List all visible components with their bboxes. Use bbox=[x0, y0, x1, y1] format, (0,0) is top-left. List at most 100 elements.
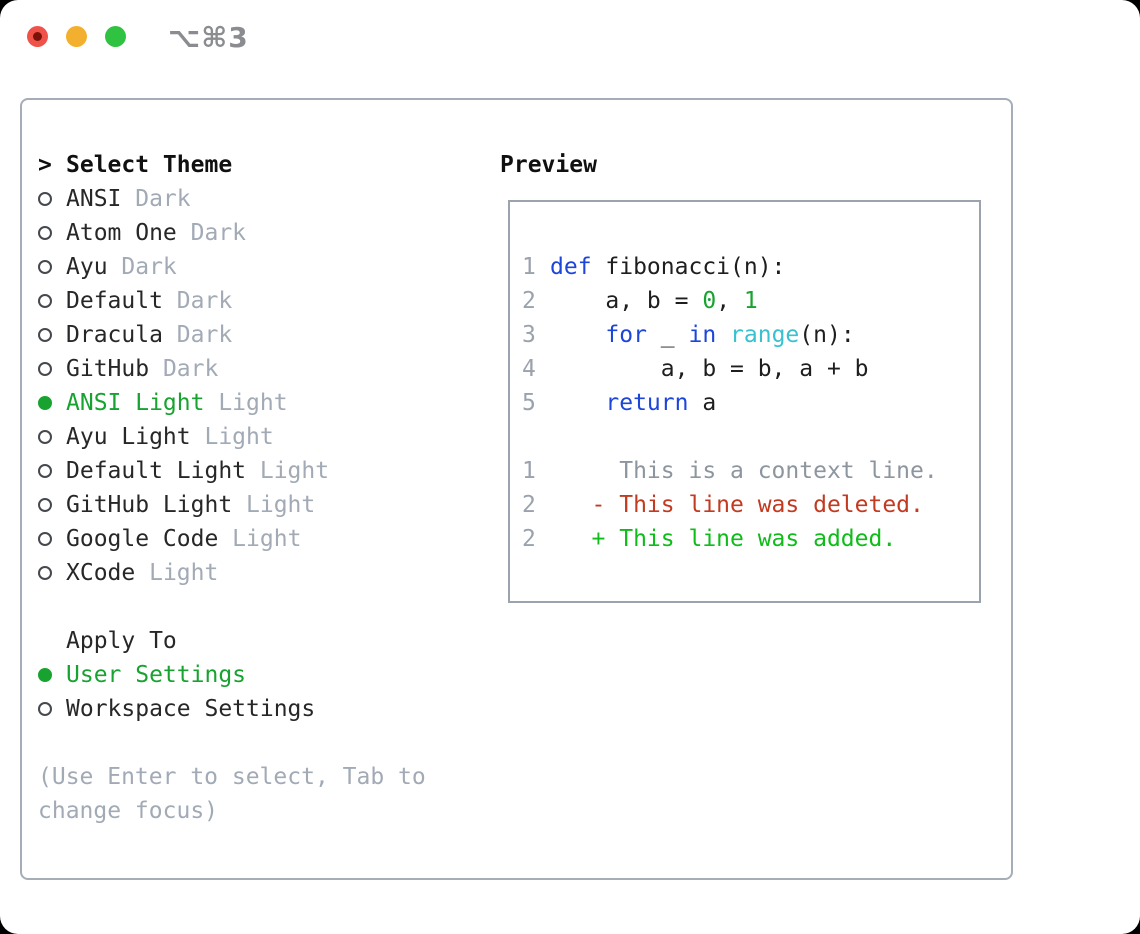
theme-option-label: Default bbox=[66, 288, 163, 314]
theme-variant-tag: Dark bbox=[162, 288, 233, 314]
code-token-kw: return bbox=[605, 390, 689, 416]
theme-option-ansi[interactable]: ANSI Dark bbox=[38, 182, 478, 216]
theme-variant-tag: Light bbox=[232, 492, 316, 518]
code-token-ctx: This is a context line. bbox=[550, 458, 938, 484]
code-line: 2 - This line was deleted. bbox=[522, 488, 971, 522]
theme-option-github-light[interactable]: GitHub Light Light bbox=[38, 488, 478, 522]
line-number: 4 bbox=[522, 356, 536, 382]
code-line: 5 return a bbox=[522, 386, 971, 420]
theme-variant-tag: Light bbox=[135, 560, 219, 586]
radio-icon bbox=[38, 430, 52, 444]
code-token-kw: in bbox=[688, 322, 717, 348]
radio-selected-icon bbox=[38, 396, 52, 410]
theme-option-github[interactable]: GitHub Dark bbox=[38, 352, 478, 386]
code-token-del: - This line was deleted. bbox=[550, 492, 924, 518]
apply-to-header: Apply To bbox=[38, 624, 478, 658]
code-token-kw: for bbox=[605, 322, 647, 348]
theme-option-ansi-light[interactable]: ANSI Light Light bbox=[38, 386, 478, 420]
radio-selected-icon bbox=[38, 668, 52, 682]
code-token-txt: (n): bbox=[799, 322, 855, 348]
minimize-button[interactable] bbox=[66, 26, 87, 47]
theme-option-atom-one[interactable]: Atom One Dark bbox=[38, 216, 478, 250]
line-number: 2 bbox=[522, 526, 536, 552]
zoom-button[interactable] bbox=[105, 26, 126, 47]
code-line: 1 def fibonacci(n): bbox=[522, 250, 971, 284]
code-line: 3 for _ in range(n): bbox=[522, 318, 971, 352]
close-button[interactable] bbox=[27, 26, 48, 47]
theme-variant-tag: Dark bbox=[162, 322, 233, 348]
apply-option-workspace-settings[interactable]: Workspace Settings bbox=[38, 692, 478, 726]
line-number: 1 bbox=[522, 254, 536, 280]
line-number: 5 bbox=[522, 390, 536, 416]
code-token-txt: a, b = bbox=[550, 288, 703, 314]
code-line bbox=[522, 420, 971, 454]
line-number: 2 bbox=[522, 288, 536, 314]
radio-icon bbox=[38, 226, 52, 240]
help-text: (Use Enter to select, Tab to change focu… bbox=[38, 764, 426, 824]
code-token-kw: def bbox=[550, 254, 606, 280]
theme-option-ayu-light[interactable]: Ayu Light Light bbox=[38, 420, 478, 454]
theme-variant-tag: Dark bbox=[149, 356, 219, 382]
preview-title: Preview bbox=[500, 152, 597, 178]
theme-option-label: Google Code bbox=[66, 526, 219, 552]
radio-icon bbox=[38, 464, 52, 478]
code-token-num: 1 bbox=[743, 288, 758, 314]
theme-option-label: GitHub Light bbox=[66, 492, 233, 518]
theme-variant-tag: Light bbox=[218, 526, 302, 552]
code-token-add: + This line was added. bbox=[550, 526, 897, 552]
radio-icon bbox=[38, 260, 52, 274]
radio-icon bbox=[38, 532, 52, 546]
code-line: 4 a, b = b, a + b bbox=[522, 352, 971, 386]
theme-option-label: Dracula bbox=[66, 322, 163, 348]
radio-icon bbox=[38, 192, 52, 206]
line-number: 2 bbox=[522, 492, 536, 518]
theme-option-label: Atom One bbox=[66, 220, 177, 246]
radio-icon bbox=[38, 498, 52, 512]
window-titlebar: ⌥⌘3 bbox=[0, 0, 1140, 70]
code-token-fn: range bbox=[730, 322, 800, 348]
code-token-txt: a, b = b, a + b bbox=[550, 356, 869, 382]
theme-option-default-light[interactable]: Default Light Light bbox=[38, 454, 478, 488]
code-token-txt bbox=[550, 390, 605, 416]
code-token-txt: , bbox=[716, 288, 744, 314]
theme-variant-tag: Dark bbox=[176, 220, 247, 246]
apply-option-user-settings[interactable]: User Settings bbox=[38, 658, 478, 692]
window-shortcut-label: ⌥⌘3 bbox=[168, 21, 249, 54]
theme-variant-tag: Light bbox=[246, 458, 330, 484]
close-dot-icon bbox=[33, 32, 42, 41]
select-theme-title: Select Theme bbox=[66, 152, 233, 178]
theme-option-label: Default Light bbox=[66, 458, 247, 484]
code-line: 1 This is a context line. bbox=[522, 454, 971, 488]
theme-option-xcode[interactable]: XCode Light bbox=[38, 556, 478, 590]
theme-option-dracula[interactable]: Dracula Dark bbox=[38, 318, 478, 352]
spacer bbox=[38, 726, 478, 760]
theme-option-default[interactable]: Default Dark bbox=[38, 284, 478, 318]
code-token-txt bbox=[716, 322, 730, 348]
theme-option-label: ANSI Light bbox=[66, 390, 205, 416]
theme-variant-tag: Dark bbox=[107, 254, 177, 280]
apply-to-title: Apply To bbox=[66, 628, 177, 654]
code-line: 2 a, b = 0, 1 bbox=[522, 284, 971, 318]
spacer bbox=[38, 590, 478, 624]
theme-option-google-code[interactable]: Google Code Light bbox=[38, 522, 478, 556]
theme-variant-tag: Light bbox=[190, 424, 274, 450]
radio-icon bbox=[38, 362, 52, 376]
radio-icon bbox=[38, 702, 52, 716]
theme-option-label: XCode bbox=[66, 560, 136, 586]
theme-variant-tag: Dark bbox=[121, 186, 191, 212]
code-token-txt: fibonacci(n): bbox=[605, 254, 786, 280]
theme-option-ayu[interactable]: Ayu Dark bbox=[38, 250, 478, 284]
line-number: 1 bbox=[522, 458, 536, 484]
line-number: 3 bbox=[522, 322, 536, 348]
theme-option-label: Ayu bbox=[66, 254, 108, 280]
theme-variant-tag: Light bbox=[204, 390, 288, 416]
code-token-num: 0 bbox=[702, 288, 717, 314]
